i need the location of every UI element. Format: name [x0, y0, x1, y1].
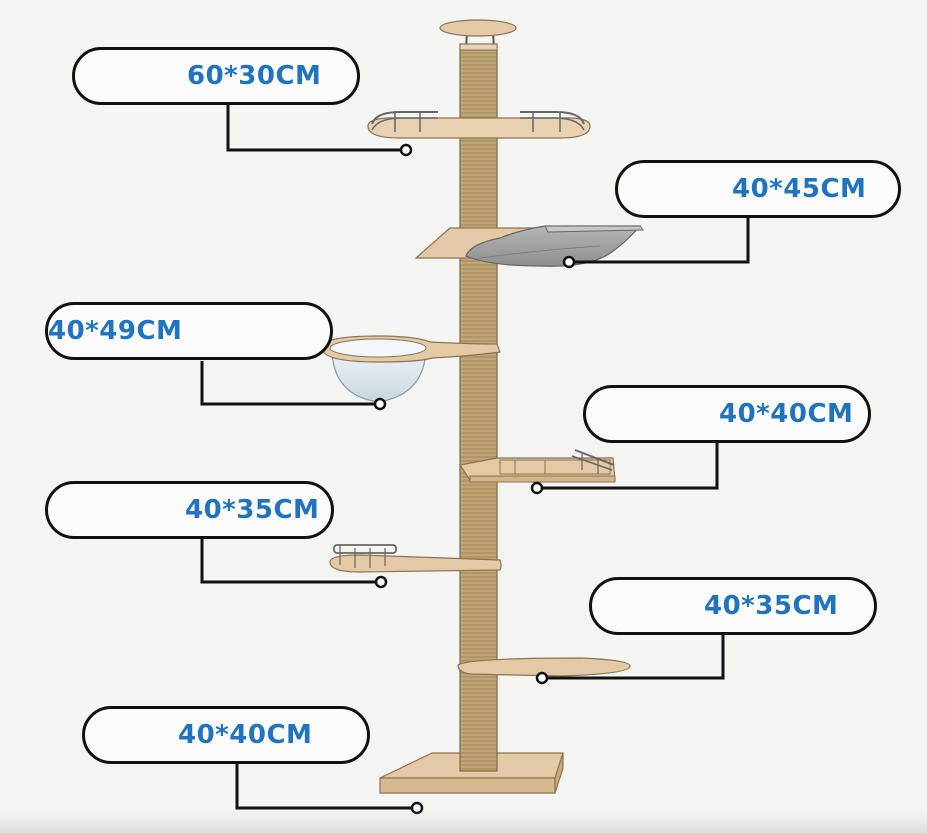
callout-hammock: 40*45CM [615, 160, 901, 218]
dimension-label: 40*49CM [48, 316, 183, 346]
dimension-label: 40*45CM [732, 174, 867, 204]
round-platform [457, 657, 631, 677]
dimension-label: 40*40CM [719, 399, 854, 429]
fenced-square-platform [458, 449, 616, 483]
callout-round-platform: 40*35CM [589, 577, 877, 635]
bottom-shadow [0, 811, 927, 833]
callout-fenced-square-platform: 40*40CM [583, 385, 871, 443]
dimension-label: 60*30CM [187, 61, 322, 91]
leader-dots [373, 143, 576, 815]
top-cap [439, 19, 517, 51]
callout-fenced-round-platform: 40*35CM [45, 481, 334, 539]
callout-base: 40*40CM [82, 706, 370, 764]
leader-lines [200, 104, 750, 810]
fenced-round-platform [329, 544, 502, 573]
bowl-bed [321, 335, 501, 403]
hammock-platform [414, 225, 644, 267]
callout-bowl-bed: 40*49CM [45, 302, 333, 360]
dimension-label: 40*35CM [185, 495, 320, 525]
callout-top-platform: 60*30CM [72, 47, 360, 105]
dimension-label: 40*40CM [178, 720, 313, 750]
top-platform [367, 111, 591, 139]
dimension-label: 40*35CM [704, 591, 839, 621]
